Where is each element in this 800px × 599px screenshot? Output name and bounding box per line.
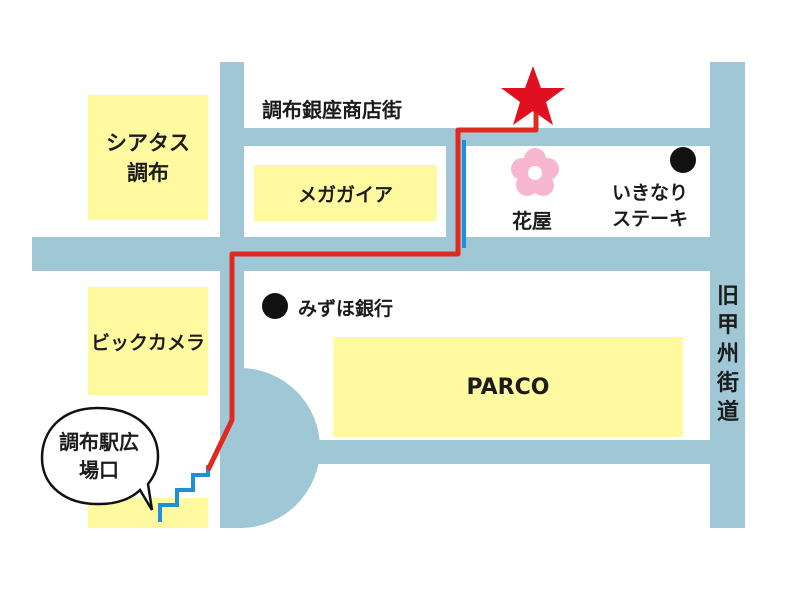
dot-icon [670, 147, 696, 173]
label-sciatas: シアタス調布 [106, 130, 190, 185]
label-megagaia: メガガイア [297, 183, 393, 206]
road-horizontal-top [220, 128, 745, 146]
block-sciatas: シアタス調布 [88, 95, 208, 220]
label-ikinari: いきなりステーキ [612, 182, 689, 230]
label-street-top: 調布銀座商店街 [262, 98, 402, 122]
dot-icon [262, 293, 288, 319]
label-station-exit: 調布駅広場口 [59, 430, 139, 482]
block-megagaia: メガガイア [254, 165, 437, 221]
star-icon [501, 66, 565, 125]
label-biccamera: ビックカメラ [90, 331, 205, 354]
block-station-plaza [88, 498, 208, 528]
block-parco: PARCO [333, 337, 683, 437]
road-vertical-mid [446, 128, 466, 253]
label-street-right: 旧甲州街道 [716, 284, 739, 425]
block-biccamera: ビックカメラ [88, 287, 208, 395]
road-horizontal-main [32, 237, 745, 271]
label-mizuho: みずほ銀行 [298, 298, 394, 320]
label-parco: PARCO [466, 374, 550, 400]
label-hanaya: 花屋 [512, 209, 552, 233]
road-vertical-right [710, 62, 745, 528]
